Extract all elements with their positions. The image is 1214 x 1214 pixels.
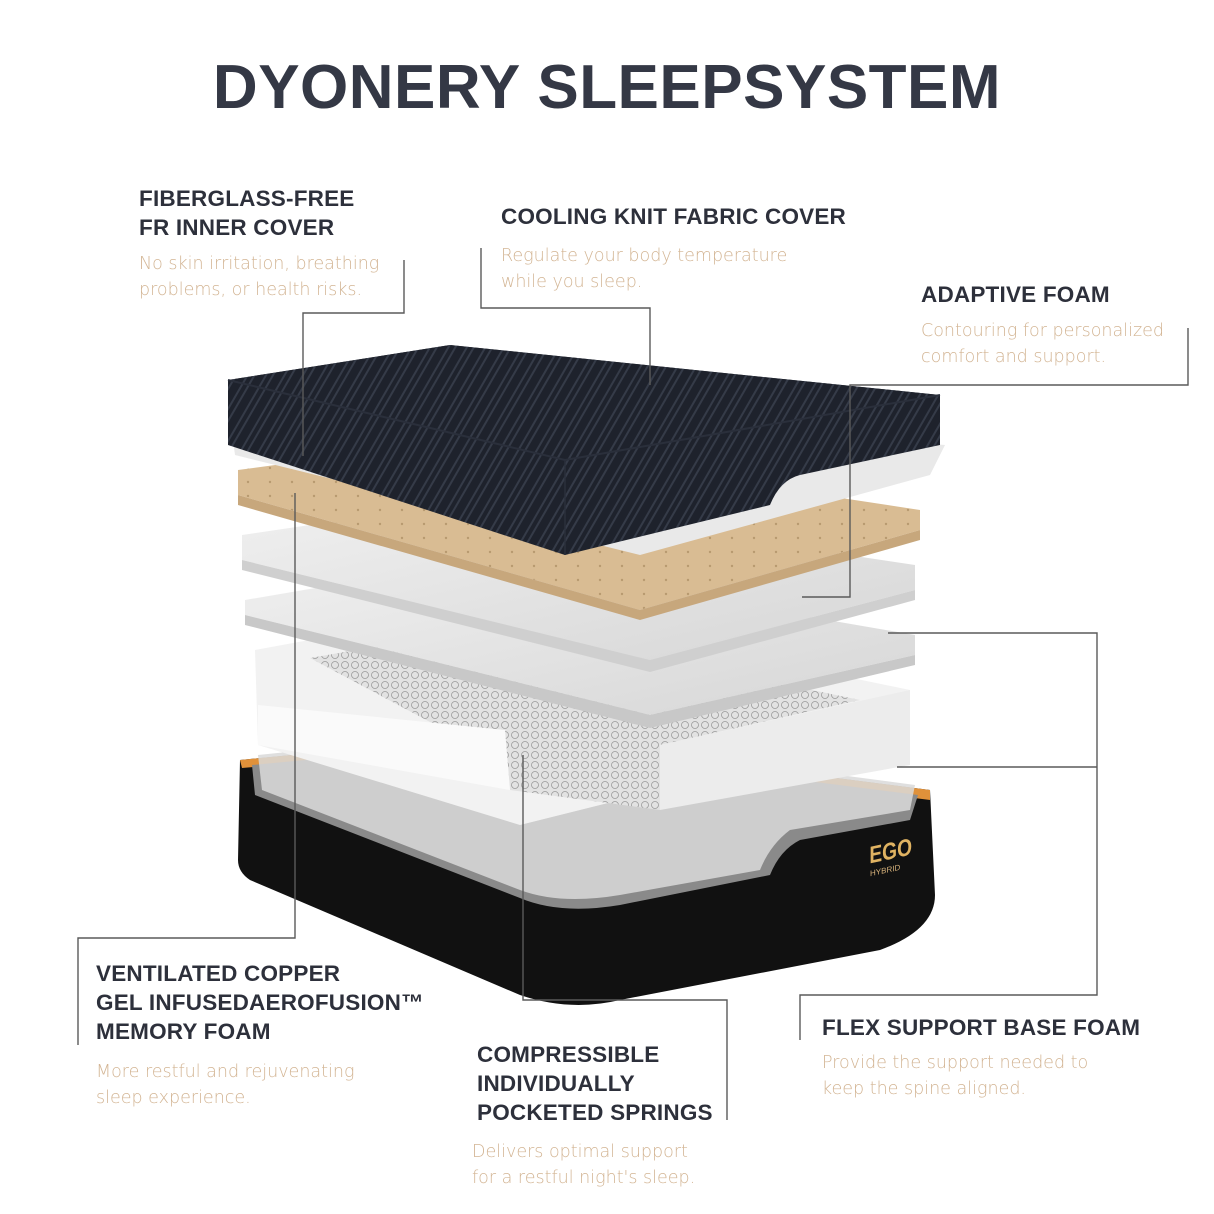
feature-description: More restful and rejuvenating sleep expe… [96, 1059, 354, 1111]
feature-heading: COMPRESSIBLE INDIVIDUALLY POCKETED SPRIN… [477, 1040, 713, 1127]
feature-description: Delivers optimal support for a restful n… [472, 1139, 695, 1191]
heading-line: INDIVIDUALLY [477, 1071, 635, 1096]
heading-line: POCKETED SPRINGS [477, 1100, 713, 1125]
description-line: No skin irritation, breathing [139, 254, 380, 274]
description-line: More restful and rejuvenating [96, 1062, 355, 1082]
feature-heading: ADAPTIVE FOAM [921, 280, 1110, 309]
cooling-knit-cover [227, 345, 941, 555]
heading-line: GEL INFUSEDAEROFUSION™ [96, 990, 424, 1015]
heading-line: VENTILATED COPPER [96, 961, 341, 986]
description-line: sleep experience. [96, 1088, 251, 1108]
heading-line: COOLING KNIT FABRIC COVER [501, 204, 847, 229]
description-line: for a restful night's sleep. [472, 1168, 696, 1188]
feature-heading: VENTILATED COPPER GEL INFUSEDAEROFUSION™… [96, 959, 424, 1046]
heading-line: COMPRESSIBLE [477, 1042, 660, 1067]
description-line: keep the spine aligned. [822, 1079, 1026, 1099]
heading-line: ADAPTIVE FOAM [921, 282, 1110, 307]
heading-line: FIBERGLASS-FREE [139, 186, 355, 211]
feature-description: Regulate your body temperature while you… [501, 243, 787, 295]
description-line: while you sleep. [501, 272, 643, 292]
feature-heading: FIBERGLASS-FREE FR INNER COVER [139, 184, 355, 242]
feature-description: Provide the support needed to keep the s… [822, 1050, 1088, 1102]
description-line: Delivers optimal support [472, 1142, 688, 1162]
heading-line: FR INNER COVER [139, 215, 335, 240]
heading-line: MEMORY FOAM [96, 1019, 271, 1044]
heading-line: FLEX SUPPORT BASE FOAM [822, 1015, 1141, 1040]
feature-description: Contouring for personalized comfort and … [921, 318, 1164, 370]
description-line: Contouring for personalized [921, 321, 1165, 341]
description-line: Regulate your body temperature [501, 246, 788, 266]
feature-heading: FLEX SUPPORT BASE FOAM [822, 1013, 1140, 1042]
description-line: comfort and support. [921, 347, 1107, 367]
description-line: problems, or health risks. [139, 280, 363, 300]
feature-heading: COOLING KNIT FABRIC COVER [501, 202, 846, 231]
description-line: Provide the support needed to [822, 1053, 1089, 1073]
feature-description: No skin irritation, breathing problems, … [139, 251, 379, 303]
page-title: DYONERY SLEEPSYSTEM [212, 53, 1002, 122]
